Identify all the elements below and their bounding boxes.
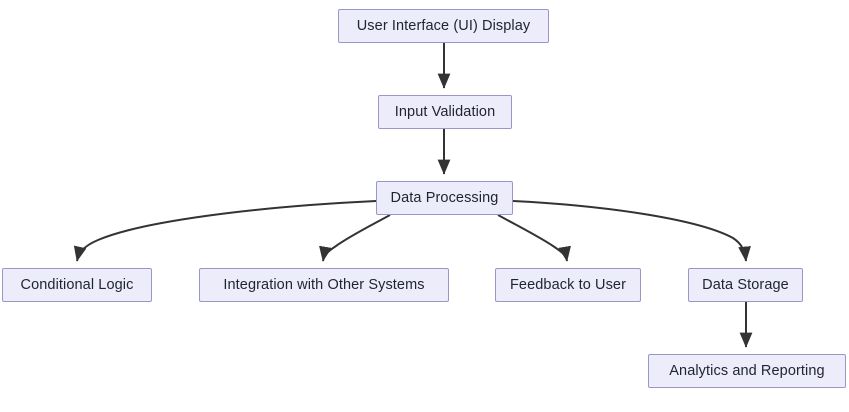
node-feedback-to-user-label: Feedback to User [509,276,627,293]
node-integration-other-systems[interactable]: Integration with Other Systems [199,268,449,302]
node-data-processing[interactable]: Data Processing [376,181,513,215]
node-conditional-logic-label: Conditional Logic [20,276,134,293]
edge-data-processing-to-integration [319,214,391,262]
node-analytics-reporting[interactable]: Analytics and Reporting [648,354,846,388]
node-integration-other-systems-label: Integration with Other Systems [223,276,425,293]
node-ui-display[interactable]: User Interface (UI) Display [338,9,549,43]
node-data-storage[interactable]: Data Storage [688,268,803,302]
edge-data-processing-to-data-storage [512,200,751,262]
edge-data-processing-to-feedback [497,214,571,262]
node-analytics-reporting-label: Analytics and Reporting [669,362,825,379]
node-input-validation-label: Input Validation [394,103,496,120]
node-data-storage-label: Data Storage [702,276,789,293]
node-ui-display-label: User Interface (UI) Display [356,17,531,34]
node-feedback-to-user[interactable]: Feedback to User [495,268,641,302]
node-data-processing-label: Data Processing [390,189,499,206]
node-conditional-logic[interactable]: Conditional Logic [2,268,152,302]
edge-data-processing-to-conditional-logic [73,200,377,262]
node-input-validation[interactable]: Input Validation [378,95,512,129]
